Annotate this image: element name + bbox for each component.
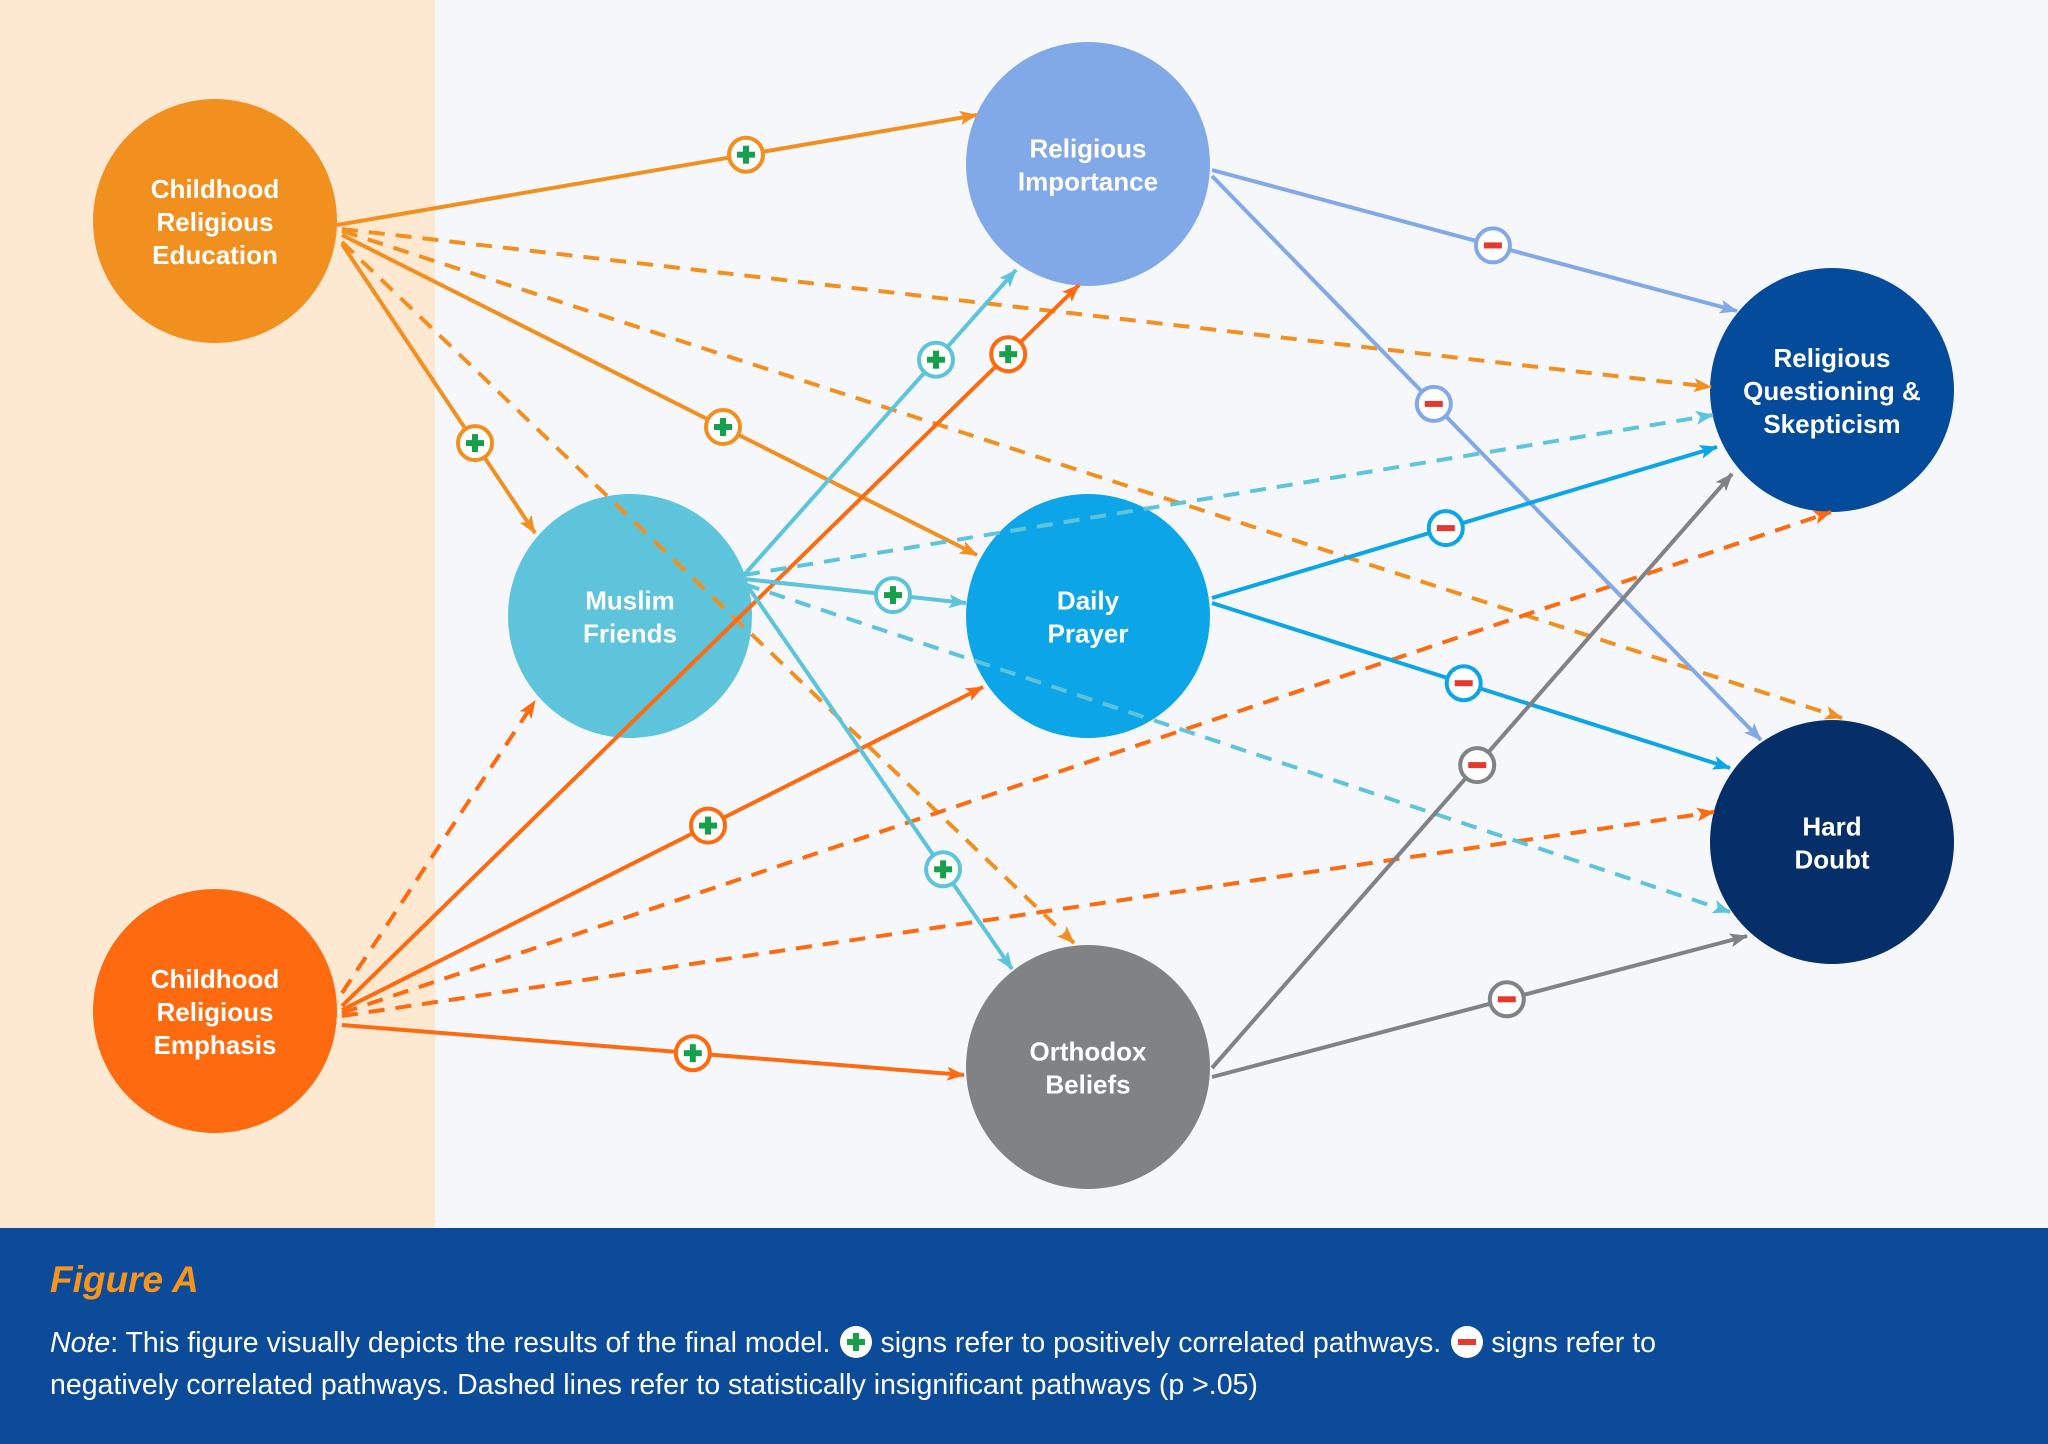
minus-icon: [1497, 996, 1516, 1003]
node-label-line: Childhood: [151, 964, 280, 994]
edges-layer: [336, 110, 1843, 1081]
edge-muslim-friends-to-hard-doubt: [743, 582, 1731, 914]
node-muslim-friends: [508, 494, 752, 738]
edge-childhood-religious-education-to-hard-doubt: [341, 229, 1843, 720]
node-label-line: Doubt: [1794, 845, 1869, 875]
plus-icon: [472, 434, 478, 453]
node-label-line: Beliefs: [1045, 1070, 1130, 1100]
edge-childhood-religious-education-to-religious-questioning-skepticism: [341, 227, 1712, 393]
plus-icon: [890, 586, 896, 605]
plus-icon: [743, 145, 749, 164]
node-label-line: Emphasis: [154, 1030, 277, 1060]
edge-childhood-religious-education-to-muslim-friends: [340, 242, 537, 535]
negative-sign-badge: [1414, 384, 1453, 423]
positive-sign-badge: [874, 576, 912, 615]
plus-icon: [1005, 345, 1012, 364]
node-label-line: Questioning &: [1743, 376, 1921, 406]
edge-childhood-religious-education-to-orthodox-beliefs: [340, 240, 1076, 945]
edge-muslim-friends-to-daily-prayer: [743, 577, 967, 609]
edge-childhood-religious-emphasis-to-hard-doubt: [341, 807, 1715, 1018]
negative-sign-badge: [1444, 664, 1483, 703]
positive-sign-badge: [456, 424, 494, 463]
figure-label: Figure A: [50, 1259, 199, 1300]
labels-layer: ChildhoodReligiousEducationChildhoodReli…: [151, 134, 1921, 1100]
plus-icon: [940, 860, 947, 879]
edge-daily-prayer-to-religious-questioning-skepticism: [1211, 445, 1718, 600]
node-hard-doubt: [1710, 720, 1954, 964]
node-label-line: Religious: [156, 207, 273, 237]
minus-icon: [1468, 762, 1487, 769]
edge-childhood-religious-emphasis-to-daily-prayer: [341, 685, 984, 1012]
edge-childhood-religious-education-to-religious-importance: [336, 110, 978, 227]
node-label-line: Religious: [156, 997, 273, 1027]
node-label-line: Childhood: [151, 174, 280, 204]
node-childhood-religious-education: [93, 99, 337, 343]
negative-sign-badge: [1487, 980, 1526, 1019]
node-orthodox-beliefs: [966, 945, 1210, 1189]
negative-sign-badge: [1458, 746, 1497, 785]
edge-religious-importance-to-religious-questioning-skepticism: [1211, 168, 1738, 314]
note: Note: This figure visually depicts the r…: [50, 1322, 1656, 1406]
positive-sign-badge: [689, 806, 727, 845]
node-daily-prayer: [966, 494, 1210, 738]
node-label-line: Daily: [1057, 586, 1120, 616]
node-label-line: Skepticism: [1763, 409, 1900, 439]
node-label-line: Prayer: [1048, 619, 1129, 649]
plus-icon: [933, 350, 939, 369]
note-text: signs refer to positively correlated pat…: [880, 1327, 1442, 1359]
plus-icon: [689, 1044, 696, 1063]
node-label-line: Importance: [1018, 167, 1158, 197]
path-diagram: ChildhoodReligiousEducationChildhoodReli…: [0, 0, 1954, 1228]
plus-icon: [720, 418, 726, 436]
edge-muslim-friends-to-religious-importance: [742, 268, 1018, 577]
node-label-line: Religious: [1773, 343, 1890, 373]
node-childhood-religious-emphasis: [93, 889, 337, 1133]
negative-sign-badge: [1426, 509, 1465, 548]
minus-icon: [1483, 242, 1502, 249]
minus-icon: [1424, 400, 1443, 407]
note-label: Note: [50, 1327, 111, 1359]
positive-sign-badge: [727, 135, 765, 174]
node-label-line: Orthodox: [1030, 1037, 1148, 1067]
positive-sign-badge: [704, 408, 742, 446]
node-religious-questioning-skepticism: [1710, 268, 1954, 512]
edge-muslim-friends-to-orthodox-beliefs: [742, 579, 1014, 971]
plus-icon: [705, 816, 711, 835]
edge-childhood-religious-education-to-daily-prayer: [341, 233, 978, 557]
node-religious-importance: [966, 42, 1210, 286]
edge-religious-importance-to-hard-doubt: [1210, 174, 1763, 742]
edge-orthodox-beliefs-to-hard-doubt: [1211, 933, 1748, 1079]
positive-sign-badge: [917, 340, 955, 379]
minus-icon: [1454, 680, 1473, 687]
note-line-1: Note: This figure visually depicts the r…: [50, 1322, 1656, 1364]
edge-childhood-religious-emphasis-to-religious-questioning-skepticism: [341, 510, 1832, 1015]
negative-sign-badge: [1473, 226, 1512, 265]
badges-layer: [456, 135, 1526, 1073]
node-label-line: Religious: [1029, 134, 1146, 164]
edge-childhood-religious-emphasis-to-muslim-friends: [340, 699, 537, 995]
plus-sign-icon: [840, 1326, 873, 1358]
note-text: signs refer to: [1491, 1327, 1656, 1359]
edge-childhood-religious-emphasis-to-religious-importance: [340, 283, 1081, 1008]
minus-sign-icon: [1451, 1326, 1484, 1358]
positive-sign-badge: [924, 850, 963, 889]
node-label-line: Education: [152, 240, 278, 270]
caption-footer: Figure A Note: This figure visually depi…: [0, 1228, 2048, 1444]
edge-muslim-friends-to-religious-questioning-skepticism: [743, 410, 1714, 577]
node-label-line: Muslim: [585, 586, 675, 616]
positive-sign-badge: [989, 335, 1028, 374]
minus-icon: [1436, 525, 1455, 532]
note-text: : This figure visually depicts the resul…: [110, 1327, 831, 1359]
note-line-2: negatively correlated pathways. Dashed l…: [50, 1364, 1656, 1406]
node-label-line: Friends: [583, 619, 677, 649]
node-label-line: Hard: [1802, 812, 1861, 842]
positive-sign-badge: [673, 1034, 712, 1073]
edge-childhood-religious-emphasis-to-orthodox-beliefs: [341, 1023, 965, 1081]
note-text: negatively correlated pathways. Dashed l…: [50, 1369, 1258, 1401]
